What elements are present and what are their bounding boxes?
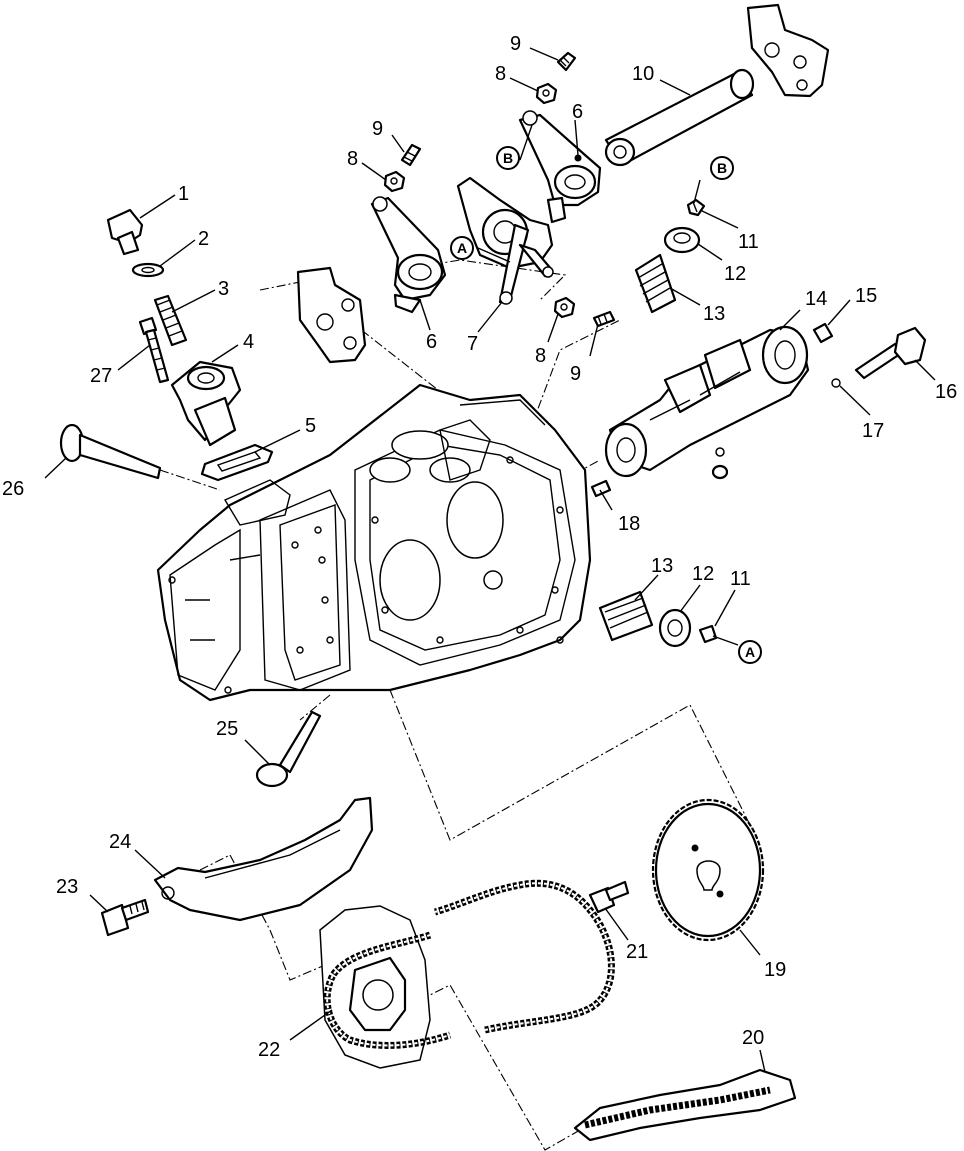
adjuster-screw-bottom	[592, 310, 616, 328]
intake-valve	[59, 423, 162, 480]
tensioner-gasket	[200, 443, 274, 482]
valve-spring-lower	[598, 590, 654, 642]
callout-b-rocker: B	[496, 146, 520, 170]
label-part-23: 23	[56, 876, 78, 898]
cylinder-head	[156, 383, 592, 702]
label-part-15: 15	[855, 285, 877, 307]
callout-a-keeper-text: A	[745, 644, 755, 660]
label-part-4: 4	[243, 331, 254, 353]
label-part-5: 5	[305, 415, 316, 437]
label-part-8-left: 8	[347, 148, 358, 170]
tensioner-mount-bolt	[138, 316, 170, 384]
exhaust-valve	[255, 710, 322, 788]
label-part-8-bottom: 8	[535, 345, 546, 367]
crankshaft-sprocket-housing	[319, 905, 431, 1069]
label-part-9-bottom: 9	[570, 363, 581, 385]
valve-spring-retainer-lower	[658, 608, 692, 648]
adjuster-screw-left	[400, 143, 422, 167]
callout-b-keeper-text: B	[717, 160, 727, 176]
chain-guide-bolt	[100, 898, 150, 937]
label-part-17: 17	[862, 420, 884, 442]
valve-spring-upper	[634, 253, 677, 314]
adjuster-nut-top	[535, 82, 558, 105]
callout-b-keeper: B	[710, 156, 734, 180]
chain-guide-rear	[573, 1068, 797, 1142]
adjuster-nut-left	[383, 170, 406, 193]
rocker-arm-upper	[518, 110, 602, 207]
rocker-arm-left	[370, 196, 447, 314]
camshaft	[604, 325, 810, 480]
camshaft-bushing	[812, 322, 834, 344]
label-part-21: 21	[626, 941, 648, 963]
label-part-8-top: 8	[495, 63, 506, 85]
rocker-support-left	[296, 266, 367, 364]
label-part-11-upper: 11	[738, 231, 759, 253]
callout-a-rocker-text: A	[457, 240, 467, 256]
label-part-3: 3	[218, 278, 229, 300]
label-part-11-lower: 11	[730, 568, 751, 590]
label-part-26: 26	[2, 478, 24, 500]
label-part-20: 20	[742, 1027, 764, 1049]
valve-keeper-upper	[686, 198, 706, 217]
rocker-support-right	[746, 3, 830, 98]
adjuster-nut-bottom	[553, 296, 576, 319]
part-number-labels: 1 2 3 4 5 6 6 7 8 8 8 9 9 9 10 11 11 12 …	[2, 33, 957, 1061]
label-part-13-upper: 13	[703, 303, 725, 325]
label-part-1: 1	[178, 183, 189, 205]
valve-keeper-lower	[698, 624, 718, 644]
decompression-pin	[854, 326, 927, 380]
label-part-13-lower: 13	[651, 555, 673, 577]
label-part-10: 10	[632, 63, 654, 85]
label-part-18: 18	[618, 513, 640, 535]
chain-guide-front	[153, 796, 374, 922]
timing-chain	[323, 879, 615, 1049]
tensioner-washer	[131, 262, 165, 278]
callout-b-rocker-text: B	[503, 150, 513, 166]
cam-sprocket	[651, 798, 765, 942]
label-part-12-lower: 12	[692, 563, 714, 585]
label-part-22: 22	[258, 1039, 280, 1061]
callout-a-keeper: A	[738, 640, 762, 664]
label-part-16: 16	[935, 381, 957, 403]
label-part-19: 19	[764, 959, 786, 981]
label-part-9-top: 9	[510, 33, 521, 55]
label-part-24: 24	[109, 831, 131, 853]
tensioner-bolt	[106, 208, 144, 256]
snap-ring	[831, 378, 841, 388]
adjuster-screw-top	[556, 51, 577, 72]
rocker-shaft	[604, 68, 755, 167]
label-part-12-upper: 12	[724, 263, 746, 285]
tensioner-spring	[153, 294, 188, 347]
leader-lines	[44, 47, 936, 1073]
label-part-9-left: 9	[372, 118, 383, 140]
label-part-25: 25	[216, 718, 238, 740]
label-part-7: 7	[467, 333, 478, 355]
rocker-arm-center	[456, 176, 567, 305]
label-part-27: 27	[90, 365, 112, 387]
sprocket-bolt	[588, 880, 630, 914]
cam-chain-tensioner	[170, 360, 242, 447]
valve-spring-retainer-upper	[663, 226, 701, 254]
callout-a-rocker: A	[450, 236, 474, 260]
label-part-6-upper: 6	[572, 101, 583, 123]
label-part-2: 2	[198, 228, 209, 250]
label-part-6-left: 6	[426, 331, 437, 353]
dowel-pin	[590, 479, 612, 498]
label-part-14: 14	[805, 288, 827, 310]
